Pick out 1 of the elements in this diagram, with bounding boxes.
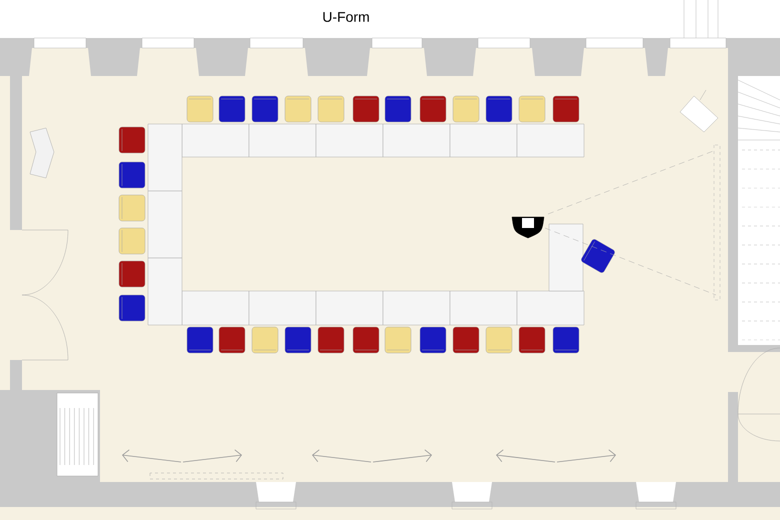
title: U-Form [323, 12, 369, 22]
